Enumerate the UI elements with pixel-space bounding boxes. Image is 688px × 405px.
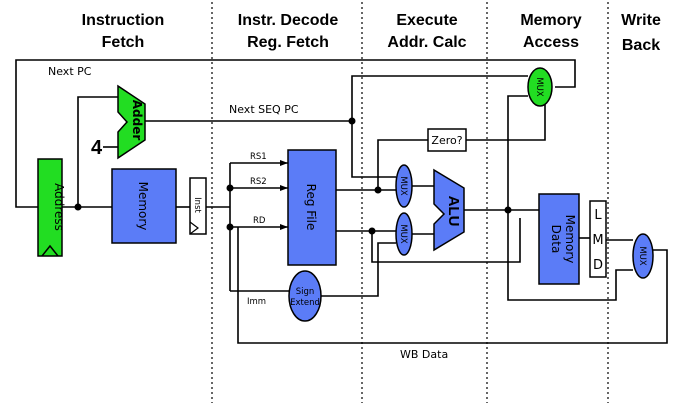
mem-pc-mux	[527, 67, 553, 107]
ex-upper-mux	[395, 164, 413, 208]
lmd-register-block	[589, 200, 607, 278]
register-file-block	[287, 149, 337, 266]
lmd-letter-m: M	[592, 233, 603, 248]
stage-wb-line1: Write	[621, 12, 661, 29]
data-memory-block	[538, 193, 580, 285]
adder-label: Adder	[130, 100, 144, 141]
zero-test-block	[427, 128, 467, 152]
data-memory-label-line2: Memory	[563, 215, 577, 264]
pc-address-block	[37, 158, 63, 257]
stage-wb-line2: Back	[622, 37, 660, 54]
lmd-letter-d: D	[593, 258, 603, 273]
sign-extend-label-line1: Sign	[296, 287, 315, 297]
data-memory-label-line1: Data	[549, 225, 563, 254]
ex-lower-mux-label: MUX	[398, 224, 408, 244]
mem-pc-mux-label: MUX	[534, 77, 544, 97]
register-file-label: Reg File	[304, 184, 318, 231]
pc-address-label: Address	[52, 183, 66, 231]
pc-clock-marker	[41, 244, 59, 257]
rs2-label: RS2	[250, 177, 267, 187]
sign-extend-label-line2: Extend	[290, 298, 320, 308]
instruction-memory-block	[111, 168, 177, 244]
stage-ex-line2: Addr. Calc	[387, 34, 466, 51]
next-pc-label: Next PC	[48, 65, 92, 78]
stage-if-line2: Fetch	[102, 34, 145, 51]
lmd-letter-l: L	[594, 208, 602, 223]
alu-label: ALU	[445, 196, 462, 227]
rs1-label: RS1	[250, 152, 267, 162]
stage-mem-line2: Access	[523, 34, 579, 51]
instruction-memory-label: Memory	[136, 182, 150, 231]
alu-block	[433, 168, 465, 252]
stage-ex-line1: Execute	[396, 12, 457, 29]
sign-extend-block	[288, 270, 322, 322]
junction-dots	[74, 117, 512, 235]
inst-clock-marker	[189, 221, 199, 235]
constant-four: 4	[91, 137, 103, 159]
stage-mem-line1: Memory	[520, 12, 581, 29]
arrowheads	[280, 160, 288, 230]
ex-lower-mux	[395, 212, 413, 256]
wb-mux	[632, 233, 654, 279]
inst-register-block	[189, 177, 207, 235]
stage-if-line1: Instruction	[82, 12, 165, 29]
ex-upper-mux-label: MUX	[398, 176, 408, 196]
adder-block	[117, 84, 146, 160]
wb-mux-label: MUX	[637, 246, 647, 266]
rd-label: RD	[253, 216, 266, 226]
wires	[15, 59, 668, 344]
stage-id-line1: Instr. Decode	[238, 12, 339, 29]
inst-register-label: Inst	[192, 197, 202, 213]
stage-id-line2: Reg. Fetch	[247, 34, 329, 51]
next-seq-pc-label: Next SEQ PC	[229, 103, 299, 116]
imm-label: Imm	[247, 297, 266, 307]
wb-data-label: WB Data	[400, 348, 448, 361]
zero-test-label: Zero?	[431, 134, 462, 147]
